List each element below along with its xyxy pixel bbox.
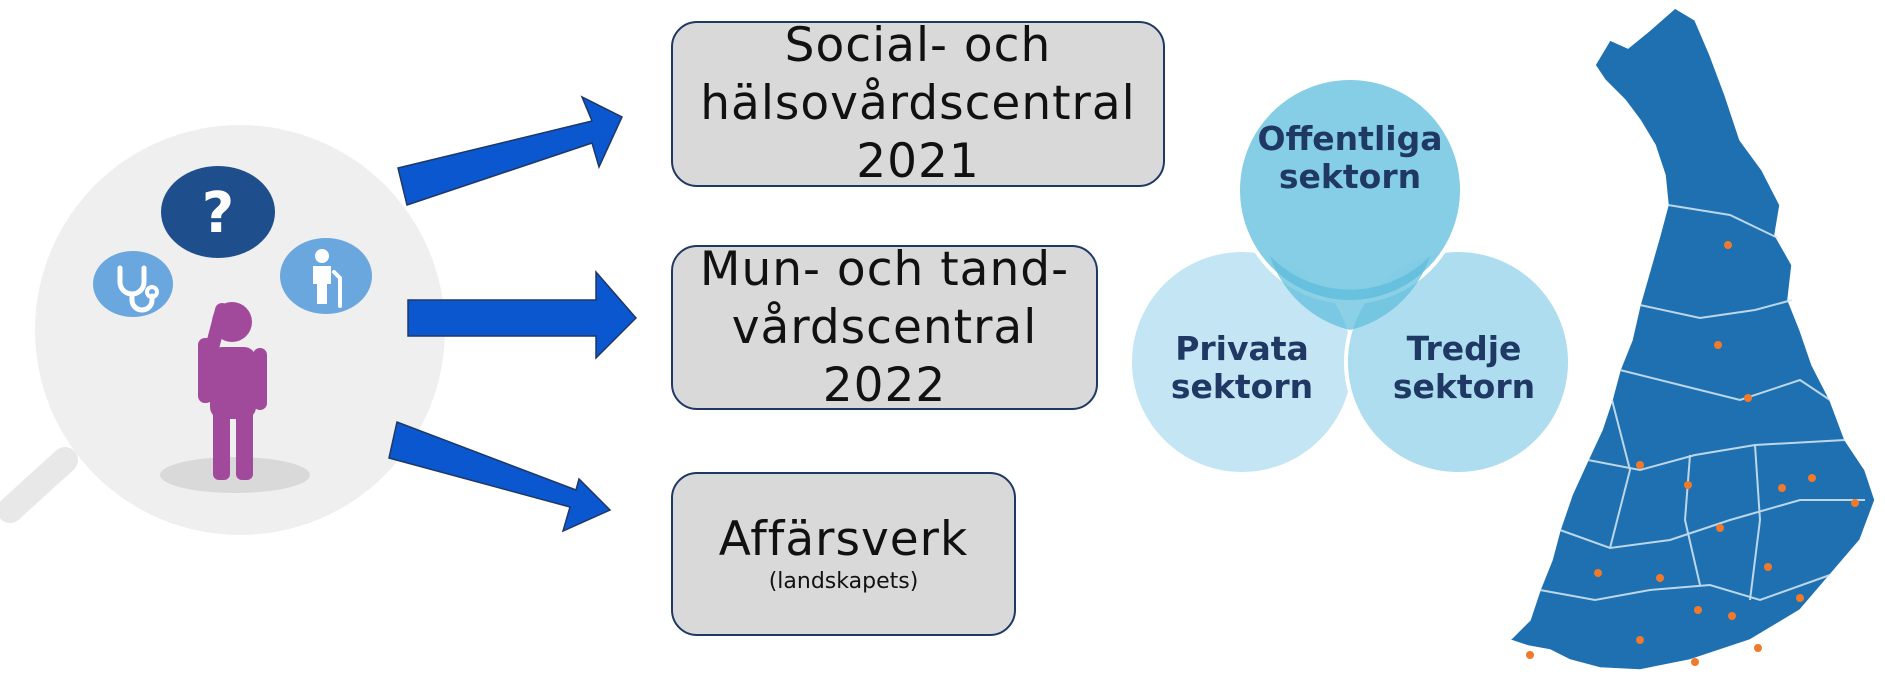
venn-label-public-line1: Offentliga xyxy=(1258,119,1443,158)
venn-label-private-line1: Privata xyxy=(1175,329,1309,368)
question-icon: ? xyxy=(161,166,275,258)
box-social-health-center: Social- och hälsovårdscentral 2021 xyxy=(671,18,1165,189)
box-line: 2022 xyxy=(822,357,947,413)
person-on-phone-icon xyxy=(198,302,267,480)
venn-label-third-line1: Tredje xyxy=(1407,329,1522,368)
box-line: Social- och xyxy=(784,18,1052,73)
box-line: Mun- och tand- xyxy=(699,241,1070,297)
person-illustration: ? xyxy=(0,100,460,560)
venn-label-third-line2: sektorn xyxy=(1393,367,1535,406)
arrow-to-social xyxy=(397,95,623,206)
box-dental-center: Mun- och tand- vårdscentral 2022 xyxy=(671,242,1098,413)
arrow-to-dental xyxy=(407,269,638,360)
box-line: 2021 xyxy=(856,134,980,189)
arrow-to-business xyxy=(388,420,612,533)
finland-map xyxy=(1508,7,1876,671)
arrows xyxy=(388,95,638,533)
box-line: vårdscentral xyxy=(731,299,1038,355)
venn-circle-third xyxy=(1344,248,1572,476)
venn-label-public-line2: sektorn xyxy=(1279,157,1421,196)
box-sub-label: (landskapets) xyxy=(768,569,919,594)
magnifier-handle xyxy=(0,447,78,523)
sector-venn-diagram: Offentliga sektorn Privata sektorn Tredj… xyxy=(1130,76,1572,476)
box-main-label: Affärsverk xyxy=(718,512,969,567)
venn-label-private-line2: sektorn xyxy=(1171,367,1313,406)
elderly-person-icon xyxy=(280,238,372,314)
box-business-unit: Affärsverk (landskapets) xyxy=(671,472,1016,636)
stethoscope-icon xyxy=(93,251,173,317)
town-dots xyxy=(1526,241,1859,666)
svg-text:?: ? xyxy=(202,181,234,246)
box-line: hälsovårdscentral xyxy=(700,76,1136,131)
finland-outline xyxy=(1508,7,1876,671)
